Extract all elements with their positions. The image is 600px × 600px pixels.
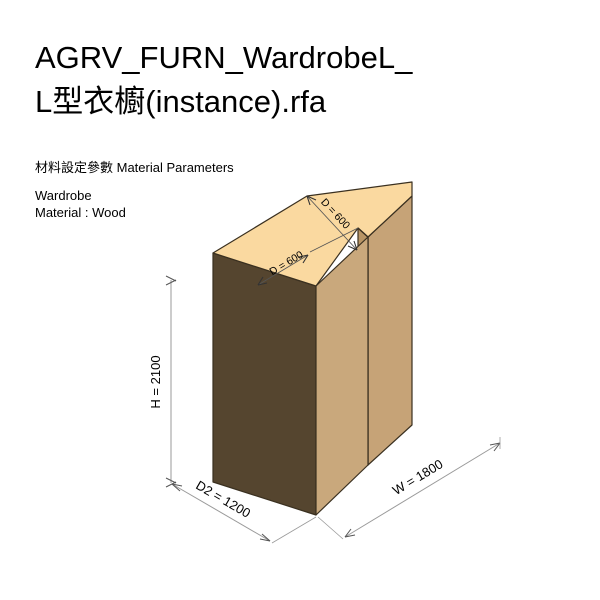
page-title: AGRV_FURN_WardrobeL_ L型衣櫥(instance).rfa: [35, 36, 575, 124]
depth2-extension: [271, 516, 317, 544]
depth-front-arrow-a: [257, 282, 268, 286]
width-arrow-d: [493, 442, 501, 452]
width-dimension-label: W = 1800: [390, 456, 446, 498]
top-face: [212, 181, 413, 287]
material-parameters-heading: 材料設定參數 Material Parameters: [35, 160, 234, 175]
width-dimension-line: [344, 442, 501, 538]
main-side-face: [315, 236, 369, 516]
width-arrow-b: [344, 528, 352, 538]
top-face-notch-edge: [357, 227, 369, 238]
height-arrow-bottom-2: [165, 481, 177, 488]
depth-back-arrow-d: [353, 240, 358, 251]
material-info-block: Wardrobe Material : Wood: [35, 187, 126, 221]
dimension-height: H = 2100: [148, 275, 177, 488]
wardrobe-solid: [212, 181, 413, 516]
depth-back-arrow-b: [306, 195, 311, 206]
depth-front-arrow-c: [298, 254, 309, 258]
title-line-2: L型衣櫥(instance).rfa: [35, 84, 327, 119]
material-label: Material : Wood: [35, 205, 126, 220]
depth2-arrow-b: [171, 483, 181, 492]
height-arrow-bottom: [165, 477, 177, 484]
depth-back-arrow-c: [347, 245, 358, 251]
height-arrow-top-2: [165, 275, 177, 282]
depth2-arrow-d: [261, 533, 271, 542]
depth-front-arrow-b: [257, 276, 264, 286]
depth2-arrow-c: [259, 538, 271, 542]
wing-right-face: [367, 195, 413, 466]
depth2-arrow-a: [171, 483, 183, 487]
main-front-face: [212, 252, 317, 516]
title-line-1: AGRV_FURN_WardrobeL_: [35, 40, 413, 75]
depth-front-extension: [309, 227, 359, 253]
depth-back-dimension-line: [306, 195, 358, 251]
height-arrow-top: [165, 279, 177, 286]
height-dimension-label: H = 2100: [148, 355, 163, 408]
width-extension-left: [317, 516, 344, 540]
width-arrow-a: [344, 534, 356, 538]
depth2-dimension-line: [171, 483, 271, 542]
width-arrow-c: [489, 442, 501, 446]
depth-back-arrow-a: [306, 195, 317, 201]
depth-front-dimension-line: [257, 254, 309, 286]
depth-front-arrow-d: [302, 254, 309, 264]
object-name-label: Wardrobe: [35, 188, 92, 203]
